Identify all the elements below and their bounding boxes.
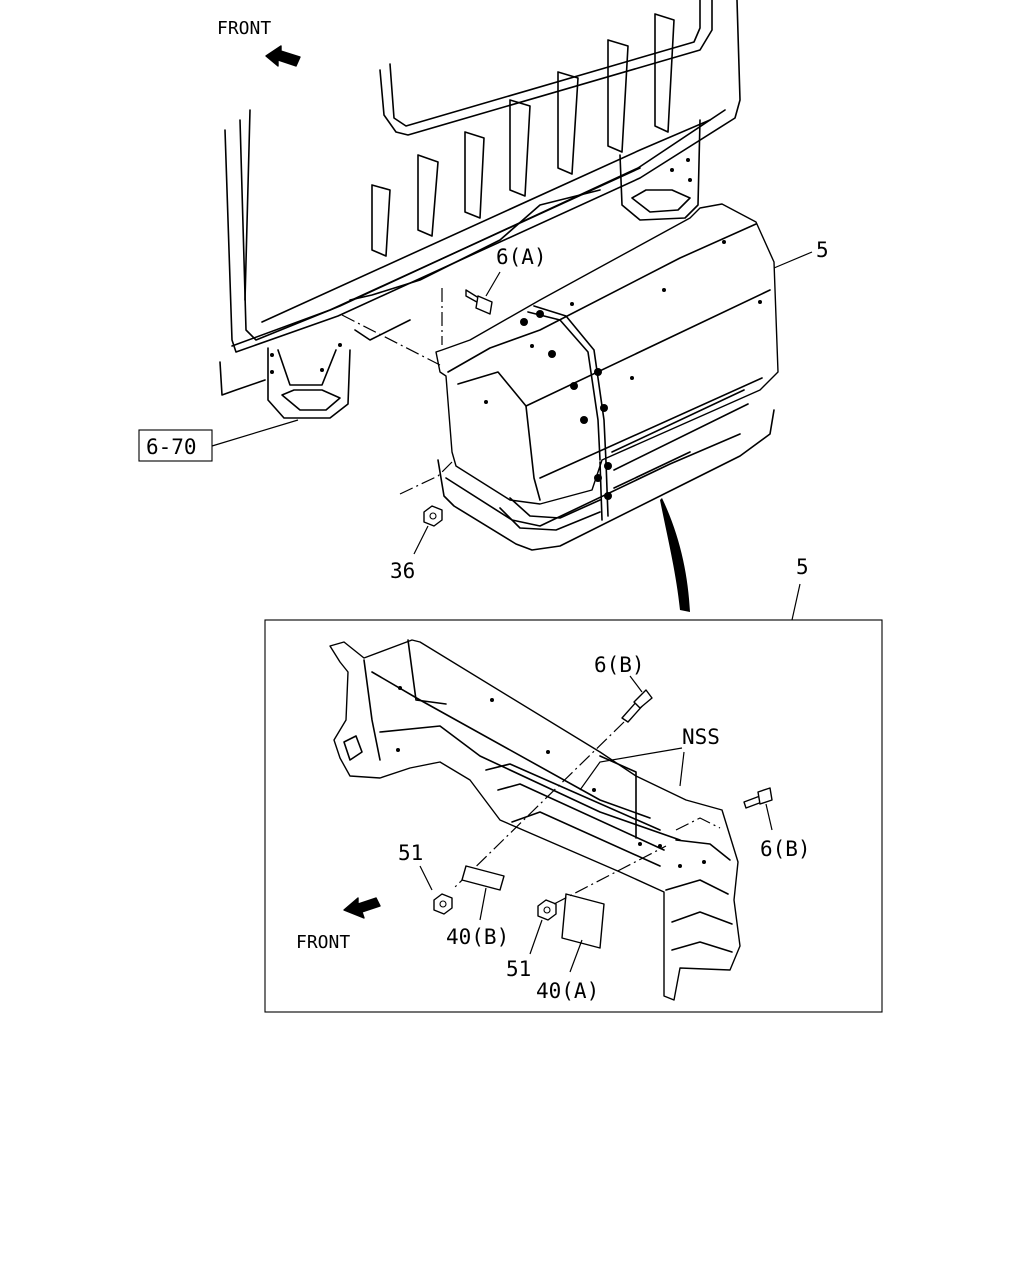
floor-ribs (371, 13, 675, 257)
leader-6b-right (765, 803, 773, 831)
leader-40b (479, 887, 487, 921)
label-51-left: 51 (398, 841, 423, 865)
front-label-bottom: FRONT (296, 932, 350, 953)
bolt-6b-right (743, 787, 773, 809)
label-5-top: 5 (816, 238, 829, 262)
label-40a: 40(A) (536, 979, 599, 1003)
label-6b-top: 6(B) (594, 653, 645, 677)
bolt-6b-top (621, 689, 653, 723)
leader-5-top (773, 251, 813, 269)
leader-6-70 (211, 419, 299, 447)
label-nss: NSS (682, 725, 720, 749)
bolt-6a (465, 289, 493, 315)
front-arrow-bottom (343, 897, 381, 919)
vehicle-body-drawing (219, 0, 741, 419)
label-51-bottom: 51 (506, 957, 531, 981)
dash-line-40a (553, 845, 667, 905)
leader-nss-2 (679, 751, 685, 787)
front-arrow-top (265, 45, 301, 67)
right-bracket (619, 119, 701, 221)
dash-line-main (341, 314, 441, 366)
leader-51-left (419, 865, 433, 891)
plate-40b (461, 865, 505, 891)
inset-frame (264, 619, 883, 1013)
dash-line-36 (399, 461, 453, 495)
detail-arrow (660, 498, 690, 612)
nut-36 (423, 505, 443, 527)
label-36: 36 (390, 559, 415, 583)
inset-assembly (329, 639, 741, 1001)
leader-nss-1 (579, 747, 683, 791)
leader-36 (413, 525, 429, 555)
leader-5-inset (791, 583, 801, 621)
label-6b-right: 6(B) (760, 837, 811, 861)
label-40b: 40(B) (446, 925, 509, 949)
nut-51-bottom (537, 899, 557, 921)
label-6-70: 6-70 (146, 435, 197, 459)
plate-40a (561, 893, 605, 949)
leader-6a (485, 271, 501, 297)
dash-line-6b-top (453, 721, 625, 889)
leader-51-bottom (529, 919, 543, 955)
front-label-top: FRONT (217, 18, 271, 39)
leader-40a (569, 939, 583, 973)
left-bracket (267, 343, 351, 419)
label-5-inset: 5 (796, 555, 809, 579)
main-assembly (435, 203, 779, 551)
label-6a: 6(A) (496, 245, 547, 269)
leader-6b-top (629, 675, 643, 693)
nut-51-left (433, 893, 453, 915)
